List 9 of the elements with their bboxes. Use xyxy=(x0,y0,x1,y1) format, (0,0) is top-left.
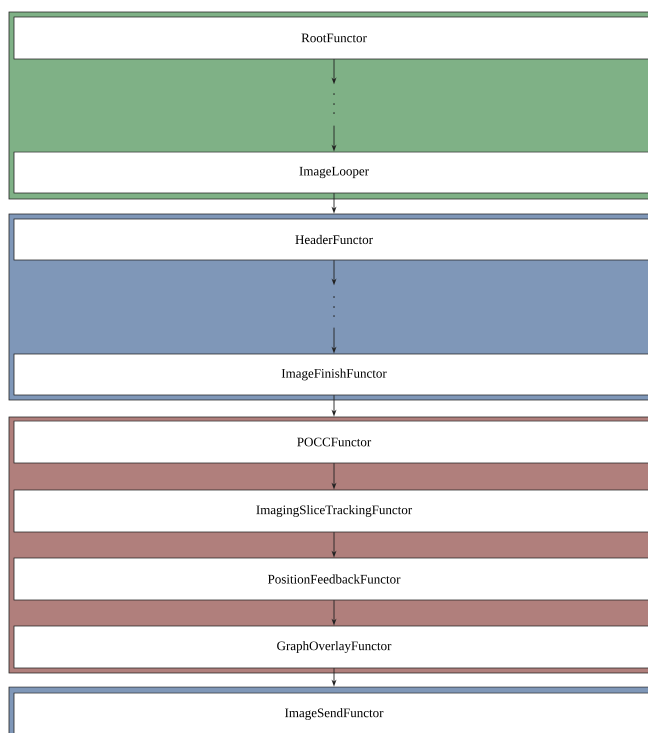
functor-box: HeaderFunctor xyxy=(14,218,648,260)
functor-box: POCCFunctor xyxy=(14,420,648,464)
functor-box: ImagingSliceTrackingFunctor xyxy=(14,490,648,532)
functor-box: GraphOverlayFunctor xyxy=(14,626,648,668)
functor-box: RootFunctor xyxy=(14,16,648,60)
functor-box: PositionFeedbackFunctor xyxy=(14,558,648,600)
functor-box: ImageFinishFunctor xyxy=(14,354,648,396)
functor-box: ImageLooper xyxy=(14,152,648,194)
functor-box: ImageSendFunctor xyxy=(14,692,648,733)
